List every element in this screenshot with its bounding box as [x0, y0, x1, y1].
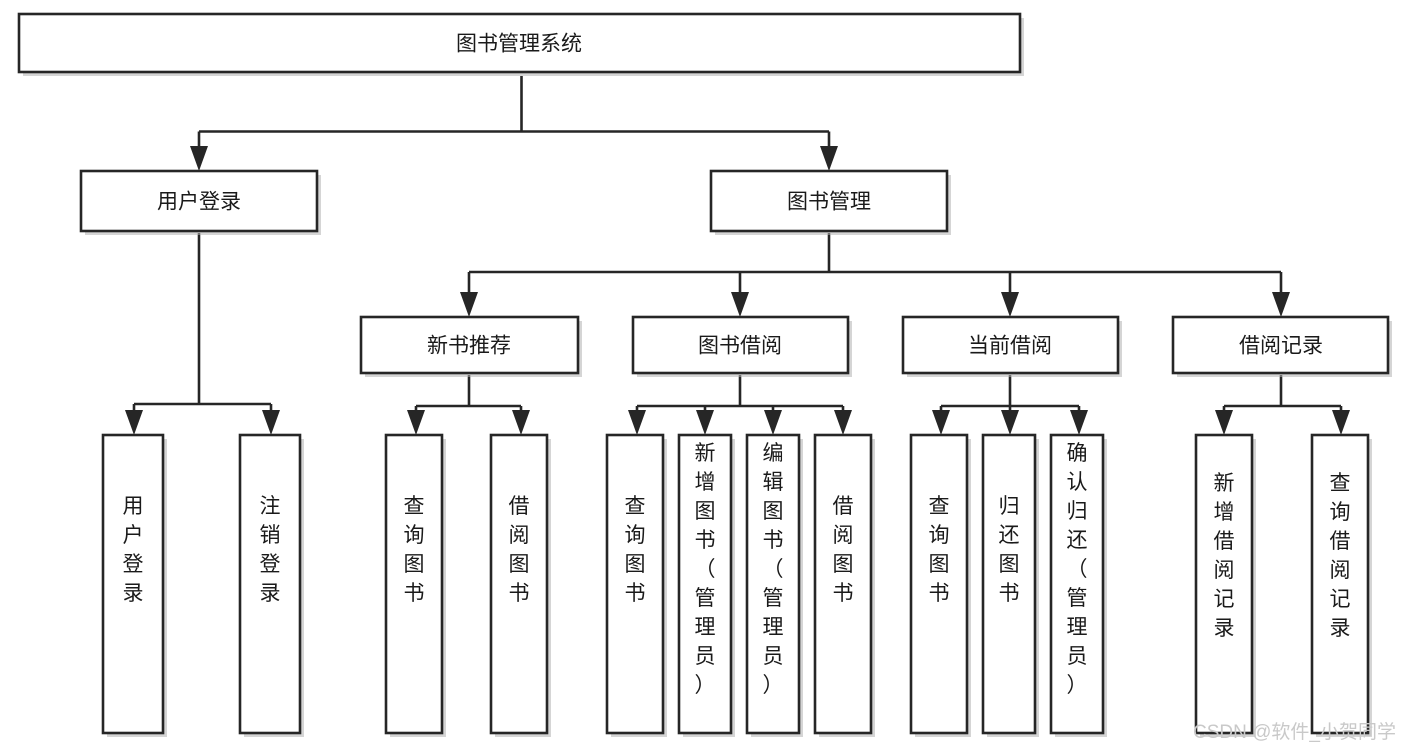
arrow-current-borrow [1001, 292, 1019, 317]
root-box [17, 12, 1022, 74]
book-manage-label: 图书管理 [787, 191, 871, 214]
node-leaf-confirm-return[interactable]: 确认归还（管理员） [1049, 433, 1107, 737]
current-borrow-box [901, 315, 1120, 375]
arrow-new-book-recommend [460, 292, 478, 317]
arrow-leaf-user-login [125, 410, 143, 435]
arrow-leaf-borrow-book-2 [834, 410, 852, 435]
leaf-query-book-1-box [384, 433, 444, 735]
arrow-leaf-query-borrow-record [1332, 410, 1350, 435]
node-current-borrow[interactable]: 当前借阅 [901, 315, 1122, 377]
leaf-query-book-3-label: 查询图书 [929, 495, 950, 605]
node-leaf-user-login[interactable]: 用户登录 [101, 433, 167, 737]
node-leaf-query-book-1[interactable]: 查询图书 [384, 433, 446, 737]
leaf-query-borrow-record-label: 查询借阅记录 [1330, 472, 1351, 640]
node-leaf-query-book-3[interactable]: 查询图书 [909, 433, 971, 737]
leaf-add-borrow-record-label: 新增借阅记录 [1214, 472, 1235, 640]
leaf-add-book-box [677, 433, 733, 735]
root-label: 图书管理系统 [456, 33, 582, 56]
book-borrow-label: 图书借阅 [698, 335, 782, 358]
leaf-query-borrow-record-box [1310, 433, 1370, 735]
leaf-edit-book-label: 编辑图书（管理员） [763, 442, 784, 697]
node-root[interactable]: 图书管理系统 [17, 12, 1024, 76]
leaf-user-login-label: 用户登录 [123, 495, 144, 605]
arrow-leaf-query-book-1 [407, 410, 425, 435]
leaf-confirm-return-box [1049, 433, 1105, 735]
book-manage-box [709, 169, 949, 233]
user-login-box [79, 169, 319, 233]
node-leaf-add-book[interactable]: 新增图书（管理员） [677, 433, 735, 737]
new-book-recommend-label: 新书推荐 [427, 335, 511, 358]
arrow-leaf-query-book-3 [932, 410, 950, 435]
arrow-leaf-add-borrow-record [1215, 410, 1233, 435]
leaf-confirm-return-label: 确认归还（管理员） [1067, 442, 1088, 697]
node-leaf-query-book-2[interactable]: 查询图书 [605, 433, 667, 737]
leaf-logout-login-box [238, 433, 302, 735]
new-book-recommend-box [359, 315, 580, 375]
user-login-label: 用户登录 [157, 191, 241, 214]
arrow-leaf-add-book [696, 410, 714, 435]
node-leaf-return-book[interactable]: 归还图书 [981, 433, 1039, 737]
leaf-query-book-1-label: 查询图书 [404, 495, 425, 605]
leaf-edit-book-box [745, 433, 801, 735]
node-leaf-query-borrow-record[interactable]: 查询借阅记录 [1310, 433, 1372, 737]
arrow-user-login [190, 146, 208, 171]
csdn-watermark: CSDN @软件_小贺同学 [1193, 721, 1396, 743]
arrow-leaf-edit-book [764, 410, 782, 435]
node-new-book-recommend[interactable]: 新书推荐 [359, 315, 582, 377]
leaf-logout-login-label: 注销登录 [260, 495, 281, 605]
arrow-leaf-borrow-book-1 [512, 410, 530, 435]
connectors-group [125, 76, 1350, 435]
arrow-leaf-logout [262, 410, 280, 435]
arrow-book-manage [820, 146, 838, 171]
leaf-query-book-2-label: 查询图书 [625, 495, 646, 605]
current-borrow-label: 当前借阅 [968, 335, 1052, 358]
node-leaf-edit-book[interactable]: 编辑图书（管理员） [745, 433, 803, 737]
book-borrow-box [631, 315, 850, 375]
arrow-borrow-record [1272, 292, 1290, 317]
leaf-add-borrow-record-box [1194, 433, 1254, 735]
node-leaf-add-borrow-record[interactable]: 新增借阅记录 [1194, 433, 1256, 737]
arrow-leaf-query-book-2 [628, 410, 646, 435]
node-book-manage[interactable]: 图书管理 [709, 169, 951, 235]
node-leaf-borrow-book-2[interactable]: 借阅图书 [813, 433, 875, 737]
leaf-add-book-label: 新增图书（管理员） [695, 442, 716, 697]
borrow-record-label: 借阅记录 [1239, 335, 1323, 358]
arrow-leaf-confirm-return [1070, 410, 1088, 435]
leaf-query-book-2-box [605, 433, 665, 735]
node-user-login[interactable]: 用户登录 [79, 169, 321, 235]
leaf-query-book-3-box [909, 433, 969, 735]
leaf-user-login-box [101, 433, 165, 735]
node-book-borrow[interactable]: 图书借阅 [631, 315, 852, 377]
borrow-record-box [1171, 315, 1390, 375]
arrow-leaf-return-book [1001, 410, 1019, 435]
node-borrow-record[interactable]: 借阅记录 [1171, 315, 1392, 377]
arrow-book-borrow [731, 292, 749, 317]
node-leaf-logout-login[interactable]: 注销登录 [238, 433, 304, 737]
leaf-return-book-label: 归还图书 [999, 495, 1020, 605]
leaf-borrow-book-2-box [813, 433, 873, 735]
leaf-return-book-box [981, 433, 1037, 735]
node-leaf-borrow-book-1[interactable]: 借阅图书 [489, 433, 551, 737]
leaf-borrow-book-1-label: 借阅图书 [509, 495, 530, 605]
leaf-borrow-book-2-label: 借阅图书 [833, 495, 854, 605]
leaf-borrow-book-1-box [489, 433, 549, 735]
